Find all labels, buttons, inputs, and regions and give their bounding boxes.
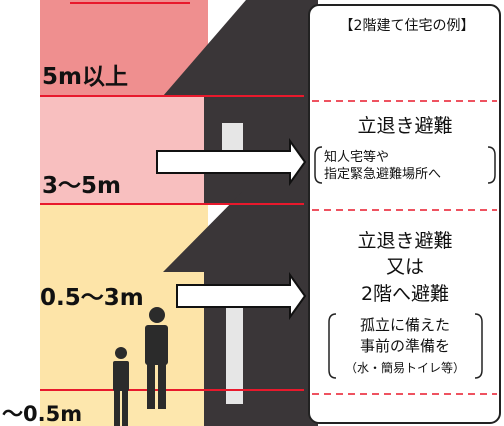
lower-note-bracket-left — [328, 313, 337, 379]
adult-person-icon — [145, 307, 168, 409]
lower-action-title-line2: 又は — [385, 256, 424, 278]
upper-window — [222, 123, 243, 156]
upper-note-bracket-right — [487, 146, 496, 184]
lower-note-line1: 孤立に備えた — [359, 316, 450, 334]
arrow-upper-icon — [156, 137, 307, 187]
panel-header: 【2階建て住宅の例】 — [339, 18, 475, 34]
lower-note-bracket-right — [474, 313, 483, 379]
lower-action-title-line1: 立退き避難 — [357, 230, 453, 252]
upper-action-title: 立退き避難 — [357, 115, 453, 137]
lower-roof — [163, 188, 318, 272]
depth-label-3-5m: 3～5m — [42, 173, 121, 199]
lower-window — [226, 284, 243, 404]
upper-note-line2: 指定緊急避難場所へ — [324, 167, 442, 182]
child-person-icon — [113, 347, 129, 426]
arrow-lower-icon — [176, 271, 307, 321]
lower-action-title-line3: 2階へ避難 — [360, 283, 450, 305]
info-panel — [308, 4, 501, 424]
upper-roof — [163, 0, 318, 96]
lower-note-line2: 事前の準備を — [359, 337, 450, 355]
depth-label-05-3m: 0.5～3m — [40, 285, 144, 311]
depth-label-5m-plus: 5m以上 — [42, 64, 128, 90]
depth-label-0-05m: ～0.5m — [2, 402, 83, 426]
upper-note-bracket-left — [314, 146, 323, 184]
upper-note-line1: 知人宅等や — [324, 150, 390, 165]
lower-note-line3: （水・簡易トイレ等） — [344, 361, 465, 375]
